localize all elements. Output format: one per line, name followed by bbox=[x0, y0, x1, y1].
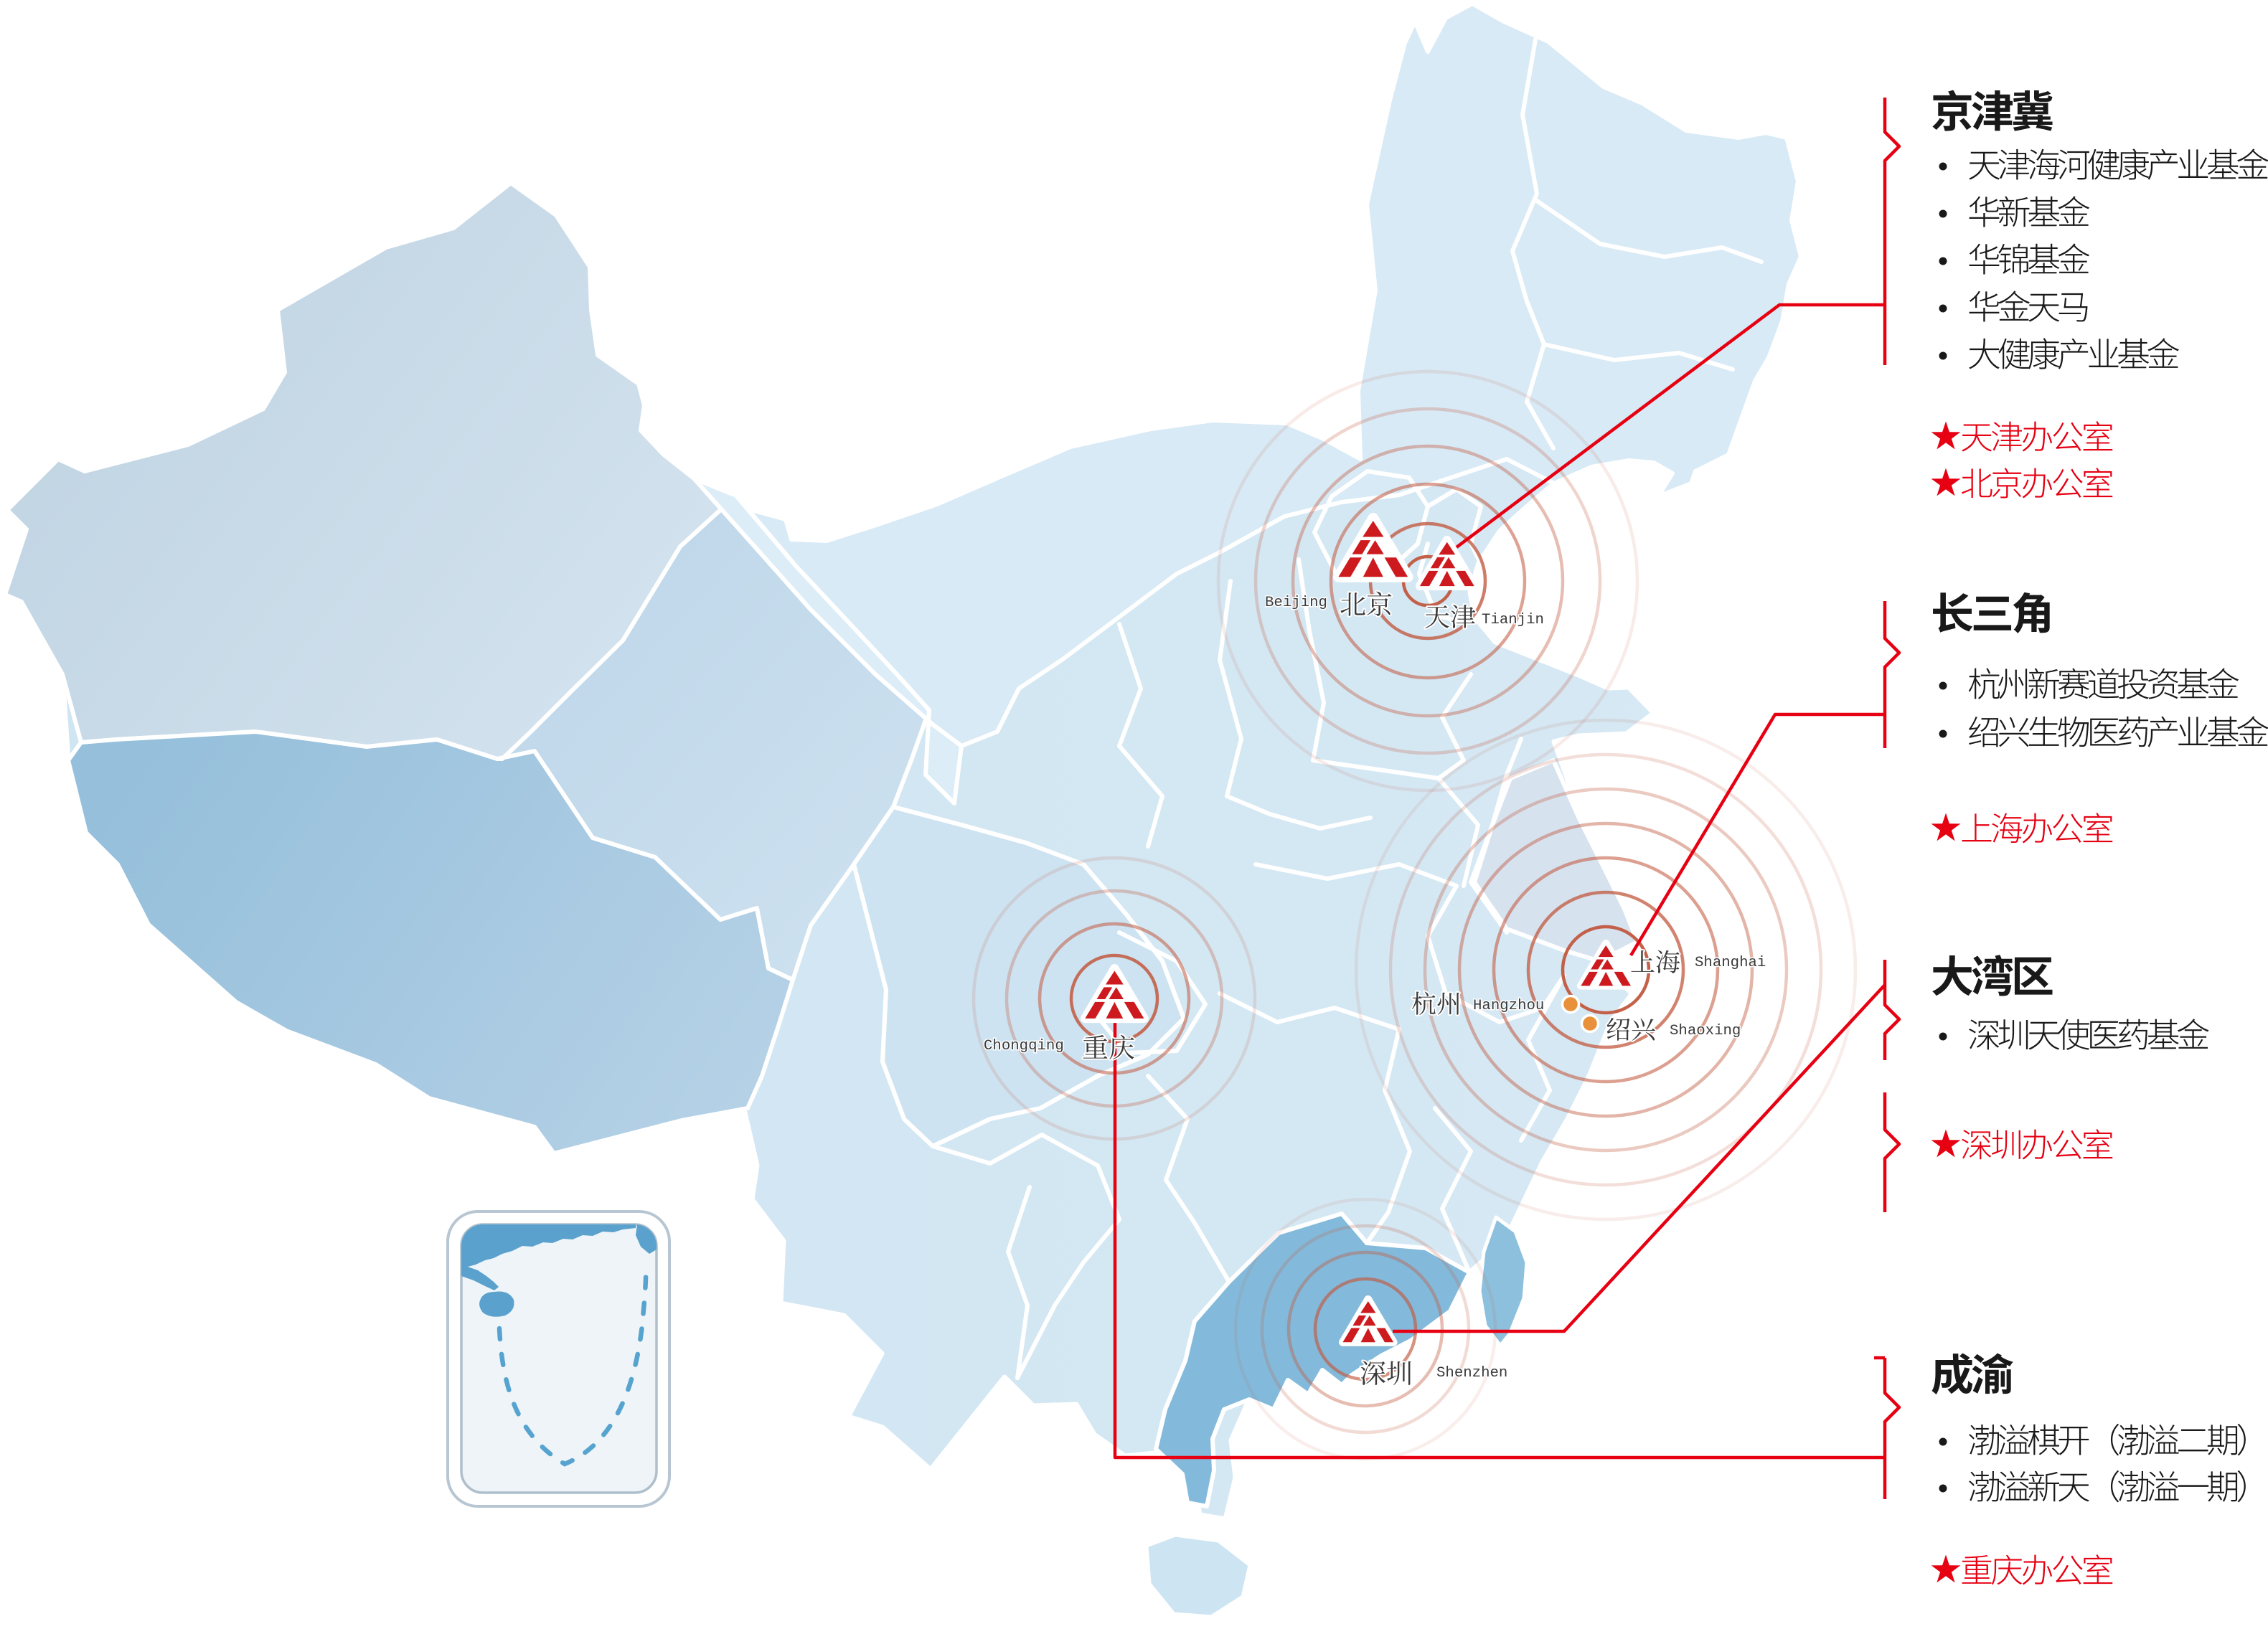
svg-text:Shenzhen: Shenzhen bbox=[1436, 1365, 1507, 1381]
svg-text:Beijing: Beijing bbox=[1265, 595, 1327, 611]
svg-text:Hangzhou: Hangzhou bbox=[1473, 998, 1544, 1014]
svg-text:Shaoxing: Shaoxing bbox=[1670, 1023, 1741, 1039]
svg-text:Shanghai: Shanghai bbox=[1695, 955, 1766, 971]
svg-text:Chongqing: Chongqing bbox=[984, 1038, 1064, 1054]
svg-text:Tianjin: Tianjin bbox=[1482, 612, 1544, 628]
